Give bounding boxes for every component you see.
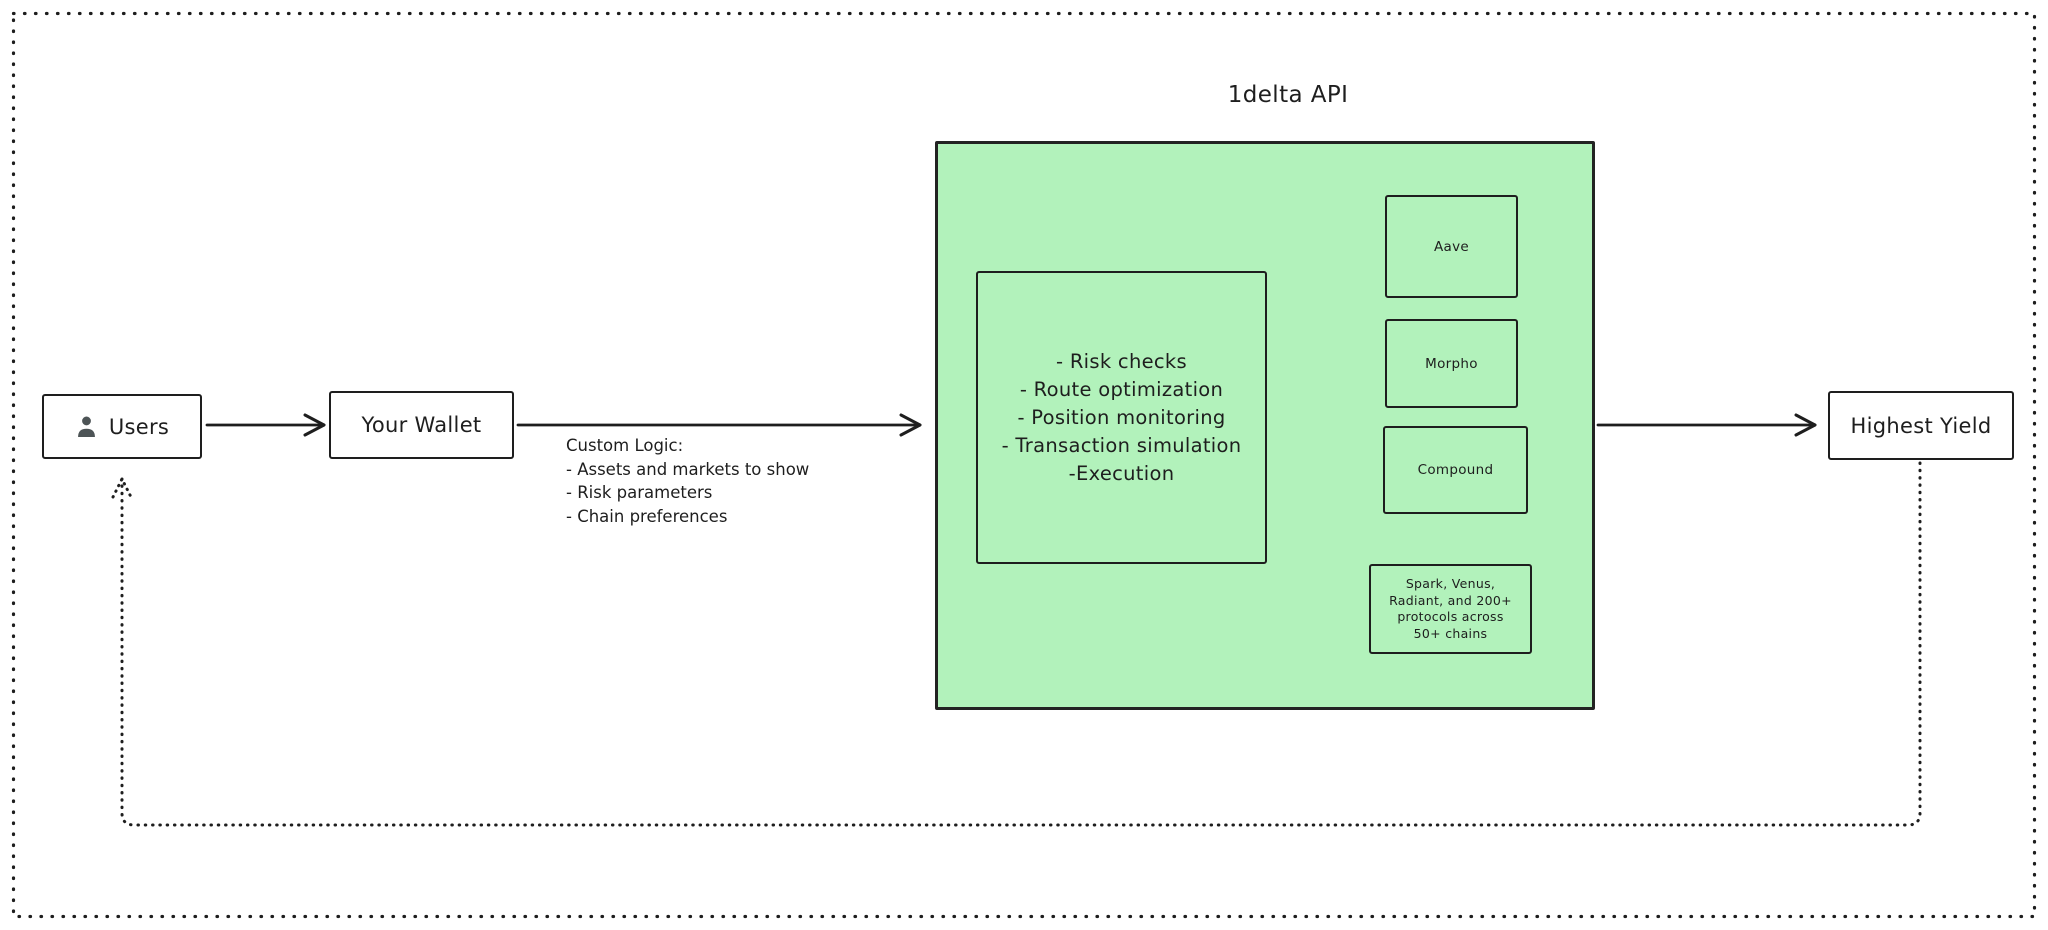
protocol-others-line: Spark, Venus,	[1405, 576, 1496, 591]
api-core-line: - Transaction simulation	[1001, 433, 1242, 457]
custom-logic-line: Custom Logic:	[566, 436, 684, 455]
node-protocol-compound: Compound	[1383, 426, 1528, 514]
protocol-others-line: protocols across	[1397, 609, 1504, 624]
node-protocol-morpho: Morpho	[1385, 319, 1518, 408]
node-users-label: Users	[108, 414, 170, 439]
api-core-line: - Risk checks	[1055, 349, 1187, 373]
user-icon	[77, 416, 95, 438]
protocol-aave-label: Aave	[1433, 238, 1469, 255]
node-wallet: Your Wallet	[329, 391, 514, 459]
node-highest-yield: Highest Yield	[1828, 391, 2014, 460]
custom-logic-line: - Chain preferences	[566, 506, 728, 526]
node-wallet-label: Your Wallet	[361, 413, 482, 437]
custom-logic-annotation: Custom Logic: - Assets and markets to sh…	[566, 434, 809, 528]
node-protocol-aave: Aave	[1385, 195, 1518, 298]
api-core-line: - Position monitoring	[1017, 405, 1226, 429]
feedback-loop-yield-to-users	[122, 463, 1922, 827]
custom-logic-line: - Risk parameters	[566, 483, 713, 502]
api-core-box: - Risk checks - Route optimization - Pos…	[976, 271, 1267, 564]
custom-logic-line: - Assets and markets to show	[566, 459, 810, 479]
api-core-line: -Execution	[1068, 461, 1175, 485]
protocol-compound-label: Compound	[1417, 462, 1494, 478]
api-core-line: - Route optimization	[1019, 377, 1224, 401]
protocol-morpho-label: Morpho	[1425, 355, 1478, 372]
protocol-others-line: Radiant, and 200+	[1389, 592, 1512, 608]
node-protocol-others: Spark, Venus, Radiant, and 200+ protocol…	[1369, 564, 1532, 654]
api-panel-title: 1delta API	[1227, 82, 1349, 108]
node-users: Users	[42, 394, 202, 459]
outer-dotted-border	[11, 11, 2037, 919]
node-highest-yield-label: Highest Yield	[1850, 413, 1992, 438]
protocol-others-line: 50+ chains	[1413, 625, 1488, 641]
